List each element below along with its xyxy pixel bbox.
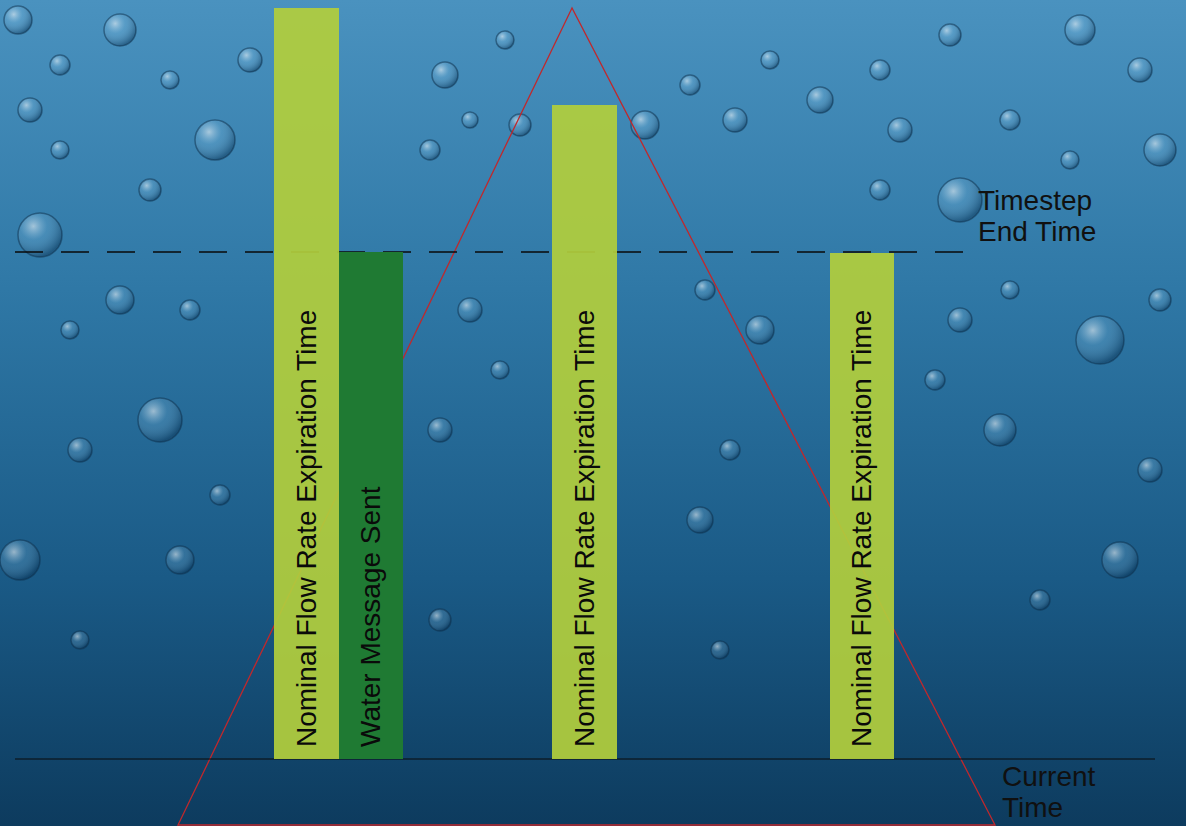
time-bar: Nominal Flow Rate Expiration Time (274, 8, 339, 759)
bar-label: Nominal Flow Rate Expiration Time (291, 310, 323, 747)
time-label: Current Time (1002, 762, 1152, 824)
triangle-outline (178, 8, 995, 825)
time-bar: Water Message Sent (339, 252, 403, 759)
time-label: Timestep End Time (978, 186, 1128, 248)
time-bar: Nominal Flow Rate Expiration Time (552, 105, 617, 759)
timestep-end-line (15, 251, 972, 253)
time-bar: Nominal Flow Rate Expiration Time (830, 253, 894, 759)
bar-label: Water Message Sent (355, 487, 387, 747)
bar-label: Nominal Flow Rate Expiration Time (569, 310, 601, 747)
bar-label: Nominal Flow Rate Expiration Time (846, 310, 878, 747)
